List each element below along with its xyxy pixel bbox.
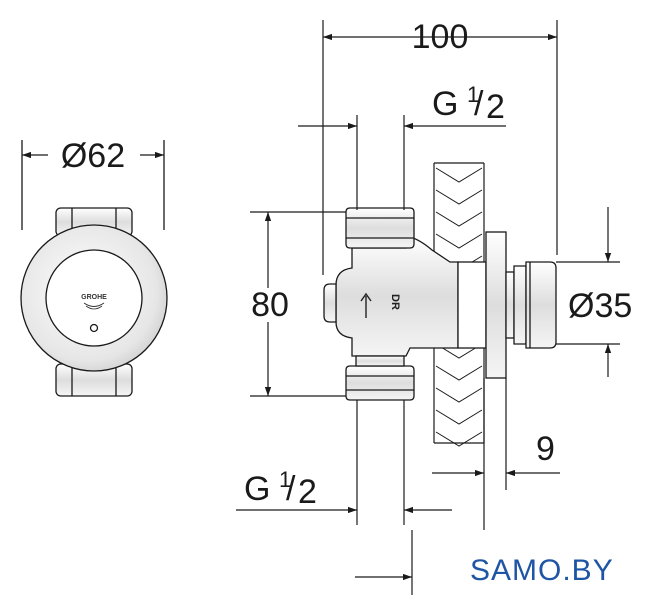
side-top-nut <box>345 207 415 249</box>
up-arrow-icon <box>360 292 372 318</box>
front-bottom-nut <box>55 363 133 397</box>
wall-flange <box>485 231 507 379</box>
svg-text:/: / <box>474 85 484 123</box>
wall-hatch-stroke <box>435 233 483 249</box>
wall-hatch-stroke <box>435 211 483 227</box>
svg-text:2: 2 <box>298 473 317 511</box>
offset-label: 9 <box>536 430 555 468</box>
wall-hatch-stroke <box>435 387 483 403</box>
valve-body <box>335 235 459 357</box>
svg-text:/: / <box>286 470 296 508</box>
wall-hatch-stroke <box>435 343 483 359</box>
valve-side-boss <box>323 283 337 323</box>
front-diameter-label: Ø62 <box>61 137 125 175</box>
side-view <box>323 207 557 401</box>
front-indicator-dot <box>89 323 99 333</box>
front-view <box>20 138 168 397</box>
wall-hatch-stroke <box>435 167 483 183</box>
width-label: 100 <box>412 18 469 56</box>
push-cap <box>525 261 557 349</box>
svg-text:1: 1 <box>279 467 291 492</box>
svg-text:GROHE: GROHE <box>81 294 107 301</box>
svg-text:G: G <box>432 85 458 123</box>
cap-diameter-label: Ø35 <box>568 287 632 325</box>
wall-hatch-stroke <box>435 409 483 425</box>
front-face-inner <box>45 249 143 347</box>
height-label: 80 <box>251 286 289 324</box>
top-thread-label: G 1 / 2 <box>432 82 505 126</box>
svg-text:1: 1 <box>467 82 479 107</box>
svg-text:2: 2 <box>486 88 505 126</box>
valve-spindle <box>457 261 487 349</box>
wall-hatch-stroke <box>435 189 483 205</box>
wall-hatch-stroke <box>435 431 483 447</box>
brand-logo: GROHE <box>81 294 107 310</box>
wall-hatch-stroke <box>435 365 483 381</box>
watermark: SAMO.BY <box>470 554 614 587</box>
bottom-thread-label: G 1 / 2 <box>244 467 317 511</box>
button-collar <box>505 271 515 339</box>
svg-text:G: G <box>244 470 270 508</box>
side-bottom-nut <box>345 365 415 401</box>
body-marking: DR <box>389 294 401 310</box>
